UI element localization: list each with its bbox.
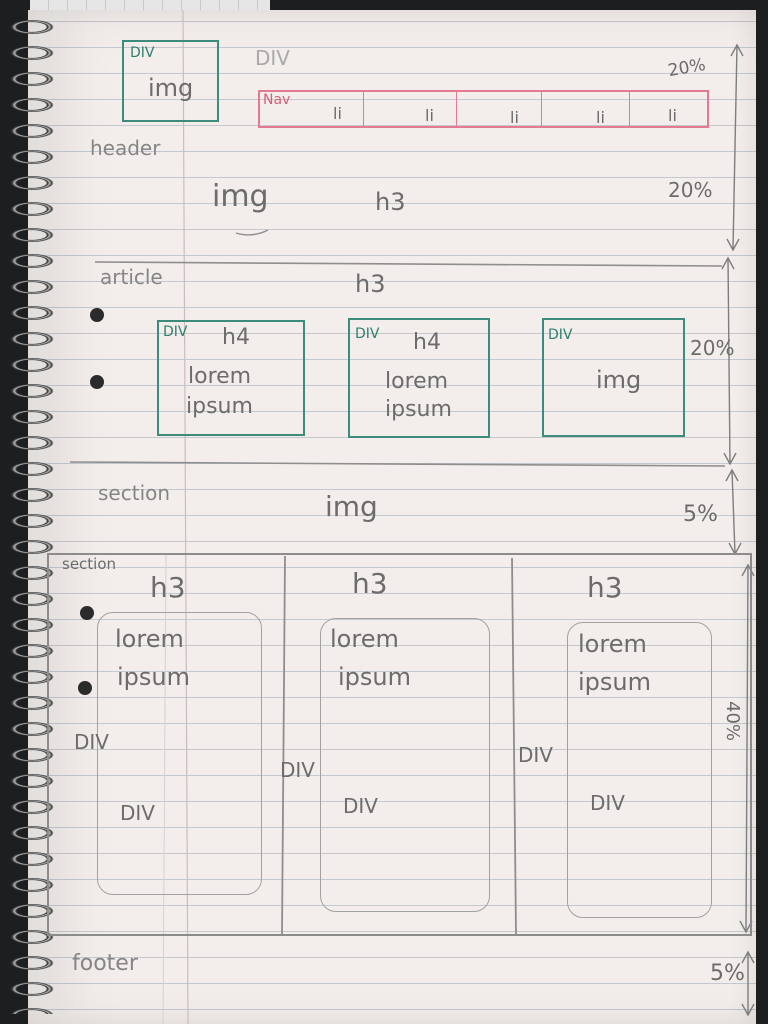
article-height-note: 20% bbox=[690, 336, 735, 360]
arrowhead-up bbox=[725, 468, 739, 482]
arrowhead-up bbox=[741, 950, 755, 964]
notebook-paper bbox=[28, 10, 756, 1024]
nav-label: Nav bbox=[263, 92, 291, 108]
nav-item-label: li bbox=[333, 104, 342, 123]
card-text-line: lorem bbox=[188, 364, 252, 389]
column-text-line: ipsum bbox=[117, 663, 190, 691]
column-inner-div bbox=[320, 618, 490, 912]
column-inner-div bbox=[567, 622, 712, 918]
nav-item-divider bbox=[363, 92, 364, 126]
column-divider bbox=[281, 555, 286, 935]
header-div-label: DIV bbox=[255, 46, 290, 70]
nav-item-label: li bbox=[596, 108, 605, 127]
column-outer-div-label: DIV bbox=[280, 758, 315, 782]
binder-hole bbox=[80, 606, 94, 620]
columns-section-label: section bbox=[62, 555, 117, 573]
logo-div-box bbox=[122, 40, 219, 122]
column-heading-label: h3 bbox=[150, 571, 186, 604]
hero-heading-label: h3 bbox=[375, 188, 406, 216]
logo-img-label: img bbox=[148, 74, 194, 102]
faint-margin-line bbox=[162, 554, 167, 1024]
article-section-divider bbox=[69, 461, 726, 467]
card-div-label: DIV bbox=[355, 326, 380, 342]
column-text-line: ipsum bbox=[578, 668, 651, 696]
article-card bbox=[348, 318, 490, 438]
banner-height-note: 5% bbox=[683, 502, 718, 527]
nav-item-divider bbox=[456, 92, 457, 126]
arrowhead-up bbox=[721, 256, 735, 270]
column-heading-label: h3 bbox=[587, 571, 623, 604]
header-label: header bbox=[90, 136, 161, 160]
arrowhead-up bbox=[730, 43, 744, 57]
nav-item-label: li bbox=[668, 106, 677, 125]
article-card bbox=[542, 318, 685, 437]
logo-div-label: DIV bbox=[130, 45, 155, 61]
column-outer-div-label: DIV bbox=[518, 743, 553, 767]
column-divider bbox=[511, 557, 517, 935]
article-heading-label: h3 bbox=[355, 270, 386, 298]
column-text-line: lorem bbox=[115, 625, 184, 653]
columns-section-box bbox=[47, 553, 752, 936]
card-div-label: DIV bbox=[163, 324, 188, 340]
hero-height-note: 20% bbox=[668, 178, 713, 202]
column-inner-div-label: DIV bbox=[120, 801, 155, 825]
footer-label: footer bbox=[72, 951, 138, 976]
card-div-label: DIV bbox=[548, 327, 573, 343]
img-underline-stroke bbox=[235, 229, 269, 236]
binder-hole bbox=[90, 308, 104, 322]
banner-img-label: img bbox=[325, 490, 378, 523]
banner-section-label: section bbox=[98, 481, 171, 505]
card-heading-label: h4 bbox=[222, 325, 250, 350]
nav-item-divider bbox=[629, 92, 630, 126]
height-arrow-banner bbox=[731, 469, 736, 555]
card-text-line: ipsum bbox=[186, 394, 253, 419]
arrowhead-down bbox=[723, 452, 737, 466]
column-text-line: lorem bbox=[578, 630, 647, 658]
arrowhead-up bbox=[741, 563, 755, 577]
header-article-divider bbox=[94, 261, 723, 267]
column-outer-div-label: DIV bbox=[74, 730, 109, 754]
card-img-label: img bbox=[596, 366, 642, 394]
footer-height-note: 5% bbox=[710, 961, 745, 986]
nav-item-label: li bbox=[425, 106, 434, 125]
height-arrow-columns bbox=[745, 564, 749, 933]
arrowhead-down bbox=[741, 1003, 755, 1017]
column-inner-div bbox=[97, 612, 262, 895]
nav-item-divider bbox=[541, 92, 542, 126]
height-arrow-article bbox=[727, 257, 731, 465]
height-arrow-header bbox=[732, 44, 738, 251]
column-inner-div-label: DIV bbox=[343, 794, 378, 818]
card-text-line: lorem bbox=[385, 369, 449, 394]
binder-hole bbox=[90, 375, 104, 389]
binder-hole bbox=[78, 681, 92, 695]
column-heading-label: h3 bbox=[352, 567, 388, 600]
column-text-line: lorem bbox=[330, 625, 399, 653]
columns-height-note: 40% bbox=[722, 700, 744, 742]
hero-img-label: img bbox=[212, 179, 269, 214]
column-text-line: ipsum bbox=[338, 663, 411, 691]
arrowhead-down bbox=[726, 238, 740, 252]
nav-item-label: li bbox=[510, 108, 519, 127]
nav-bar bbox=[258, 90, 709, 128]
article-label: article bbox=[100, 265, 163, 289]
margin-line bbox=[182, 9, 189, 1024]
spiral-binding bbox=[0, 14, 62, 1014]
card-text-line: ipsum bbox=[385, 397, 452, 422]
column-inner-div-label: DIV bbox=[590, 791, 625, 815]
card-heading-label: h4 bbox=[413, 330, 441, 355]
article-card bbox=[157, 320, 305, 436]
